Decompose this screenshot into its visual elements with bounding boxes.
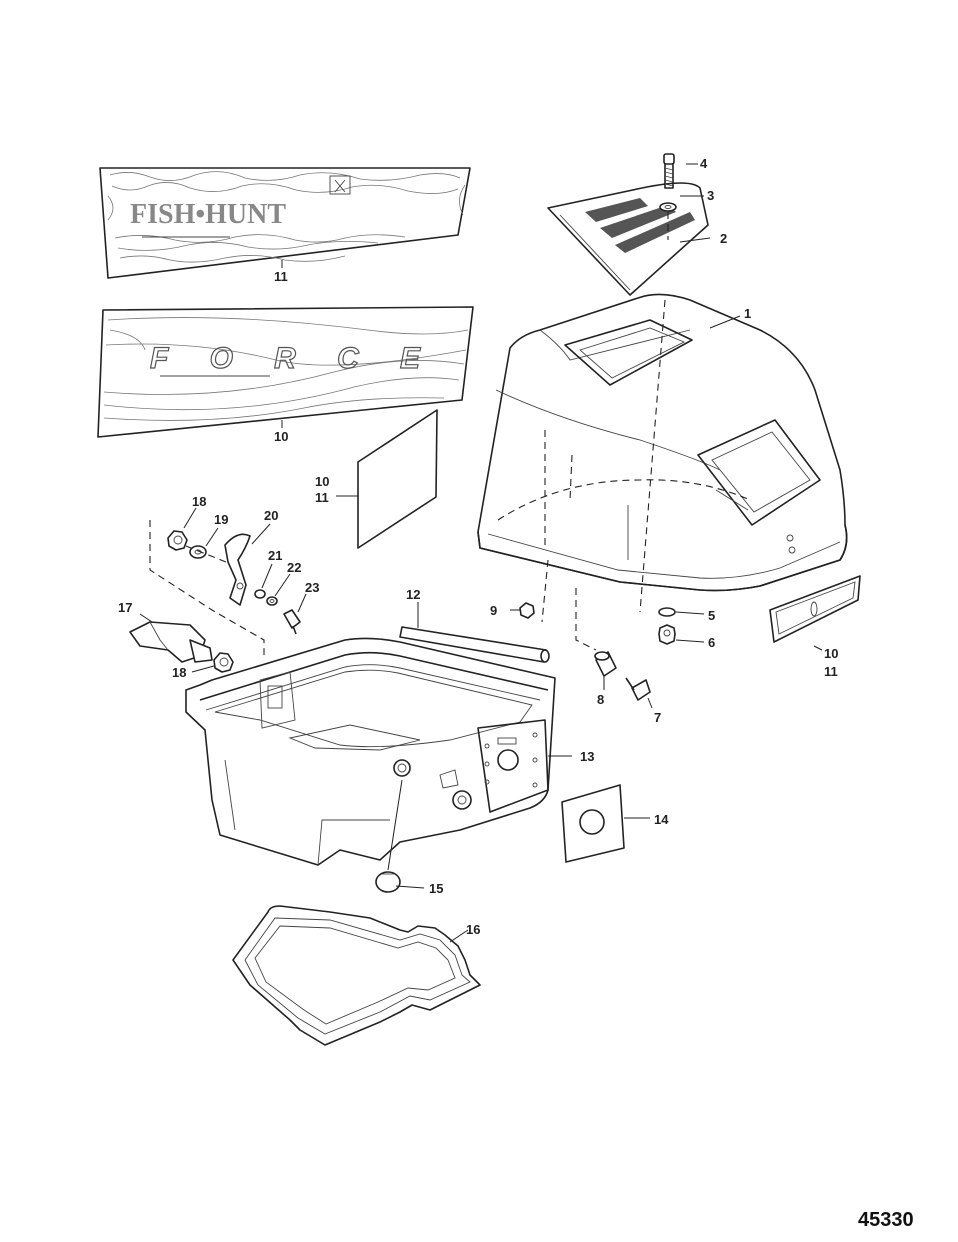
callout-7: 7 xyxy=(654,710,661,725)
washer-22 xyxy=(266,596,278,606)
top-cowl xyxy=(477,293,848,592)
callout-5: 5 xyxy=(708,608,715,623)
washer-21 xyxy=(254,589,266,599)
callout-18-lower: 18 xyxy=(172,665,186,680)
decal-10-text: FORCE xyxy=(150,342,421,375)
callout-3: 3 xyxy=(707,188,714,203)
decal-panel-center xyxy=(357,409,438,549)
rod-12 xyxy=(399,626,550,663)
gasket-16 xyxy=(232,905,481,1046)
callout-13: 13 xyxy=(580,749,594,764)
bottom-cowl xyxy=(185,637,556,866)
leader-lines xyxy=(139,163,823,943)
decal-10-force: FORCE xyxy=(97,306,474,438)
figure-number: 45330 xyxy=(858,1209,914,1231)
callout-22: 22 xyxy=(287,560,301,575)
plug-15 xyxy=(375,871,401,893)
callout-11-center: 11 xyxy=(315,490,329,505)
latch-hook-20 xyxy=(224,533,251,606)
callout-11-right: 11 xyxy=(824,664,838,679)
latch-handle-17 xyxy=(129,621,213,663)
nut-9 xyxy=(519,602,535,619)
callout-21: 21 xyxy=(268,548,282,563)
washer-19 xyxy=(189,545,207,559)
callout-17: 17 xyxy=(118,600,132,615)
callout-2: 2 xyxy=(720,231,727,246)
screw-23 xyxy=(283,609,301,635)
callout-18-upper: 18 xyxy=(192,494,206,509)
callout-10-right: 10 xyxy=(824,646,838,661)
decal-11-text: FISH•HUNT xyxy=(130,199,286,230)
callout-10-center: 10 xyxy=(315,474,329,489)
callout-19: 19 xyxy=(214,512,228,527)
callout-15: 15 xyxy=(429,881,443,896)
callout-14: 14 xyxy=(654,812,669,827)
nut-6 xyxy=(658,624,676,645)
callout-8: 8 xyxy=(597,692,604,707)
decal-11-fish-hunt: FISH•HUNT xyxy=(99,167,471,279)
washer-5 xyxy=(658,607,676,617)
callout-9: 9 xyxy=(490,603,497,618)
callout-16: 16 xyxy=(466,922,480,937)
bolt-4 xyxy=(663,153,675,189)
callout-4: 4 xyxy=(700,156,708,171)
screw-7 xyxy=(625,677,651,701)
cowl-cover-plate xyxy=(547,182,709,296)
callout-23: 23 xyxy=(305,580,319,595)
callout-20: 20 xyxy=(264,508,278,523)
callout-10-decal-force: 10 xyxy=(274,429,288,444)
washer-3 xyxy=(659,202,677,212)
callout-12: 12 xyxy=(406,587,420,602)
callout-11-decal-fish-hunt: 11 xyxy=(274,269,288,284)
seal-plate-14 xyxy=(561,784,625,863)
callout-1: 1 xyxy=(744,306,751,321)
grommet-8 xyxy=(594,651,617,677)
nut-18-lower xyxy=(213,652,234,673)
callout-6: 6 xyxy=(708,635,715,650)
decal-nameplate-right xyxy=(769,575,861,643)
nut-18-upper xyxy=(167,530,188,551)
callout-labels: 1 2 3 4 5 6 7 8 9 10 10 11 10 11 11 12 1… xyxy=(118,156,838,937)
